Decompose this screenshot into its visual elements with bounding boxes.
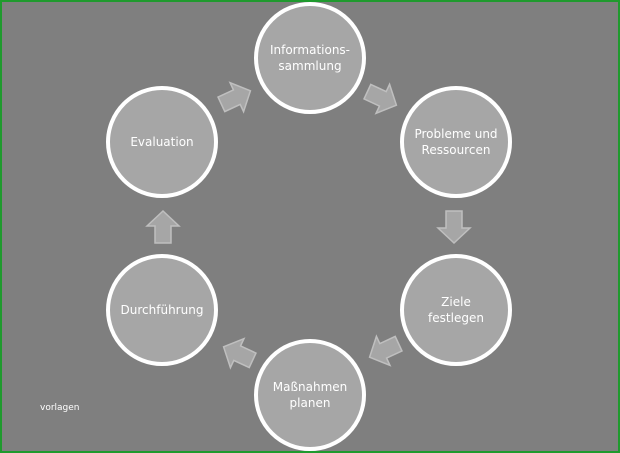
arrow-evaluation-to-informationssammlung	[217, 81, 252, 114]
arrow-durchfuehrung-to-evaluation	[145, 209, 181, 244]
node-label-massnahmen-planen-line-2: planen	[290, 396, 331, 410]
node-evaluation: Evaluation	[106, 86, 218, 198]
node-label-ziele-festlegen-line-1: Ziele	[441, 295, 471, 309]
node-durchfuehrung: Durchführung	[106, 254, 218, 366]
arrow-massnahmen-planen-to-durchfuehrung	[222, 337, 257, 370]
node-circle-evaluation	[106, 86, 218, 198]
watermark-text: vorlagen	[40, 403, 80, 413]
node-label-informationssammlung-line-2: sammlung	[278, 59, 341, 73]
node-label-ziele-festlegen-line-2: festlegen	[428, 311, 484, 325]
node-label-massnahmen-planen-line-1: Maßnahmen	[273, 380, 348, 394]
arrows-layer	[145, 81, 472, 370]
node-ziele-festlegen: Ziele festlegen	[400, 254, 512, 366]
node-circle-informationssammlung	[254, 2, 366, 114]
node-label-evaluation-line-1: Evaluation	[130, 135, 193, 149]
node-circle-massnahmen-planen	[254, 339, 366, 451]
node-circle-ziele-festlegen	[400, 254, 512, 366]
node-circle-probleme-und-ressourcen	[400, 86, 512, 198]
node-label-probleme-und-ressourcen-line-2: Ressourcen	[422, 143, 491, 157]
node-label-durchfuehrung-line-1: Durchführung	[121, 303, 204, 317]
arrow-ziele-festlegen-to-massnahmen-planen	[368, 334, 403, 367]
node-label-informationssammlung-line-1: Informations-	[270, 43, 350, 57]
node-label-probleme-und-ressourcen-line-1: Probleme und	[414, 127, 497, 141]
arrow-probleme-und-ressourcen-to-ziele-festlegen	[436, 210, 472, 245]
node-circle-durchfuehrung	[106, 254, 218, 366]
node-massnahmen-planen: Maßnahmen planen	[254, 339, 366, 451]
node-informationssammlung: Informations-sammlung	[254, 2, 366, 114]
arrow-informationssammlung-to-probleme-und-ressourcen	[363, 82, 398, 115]
